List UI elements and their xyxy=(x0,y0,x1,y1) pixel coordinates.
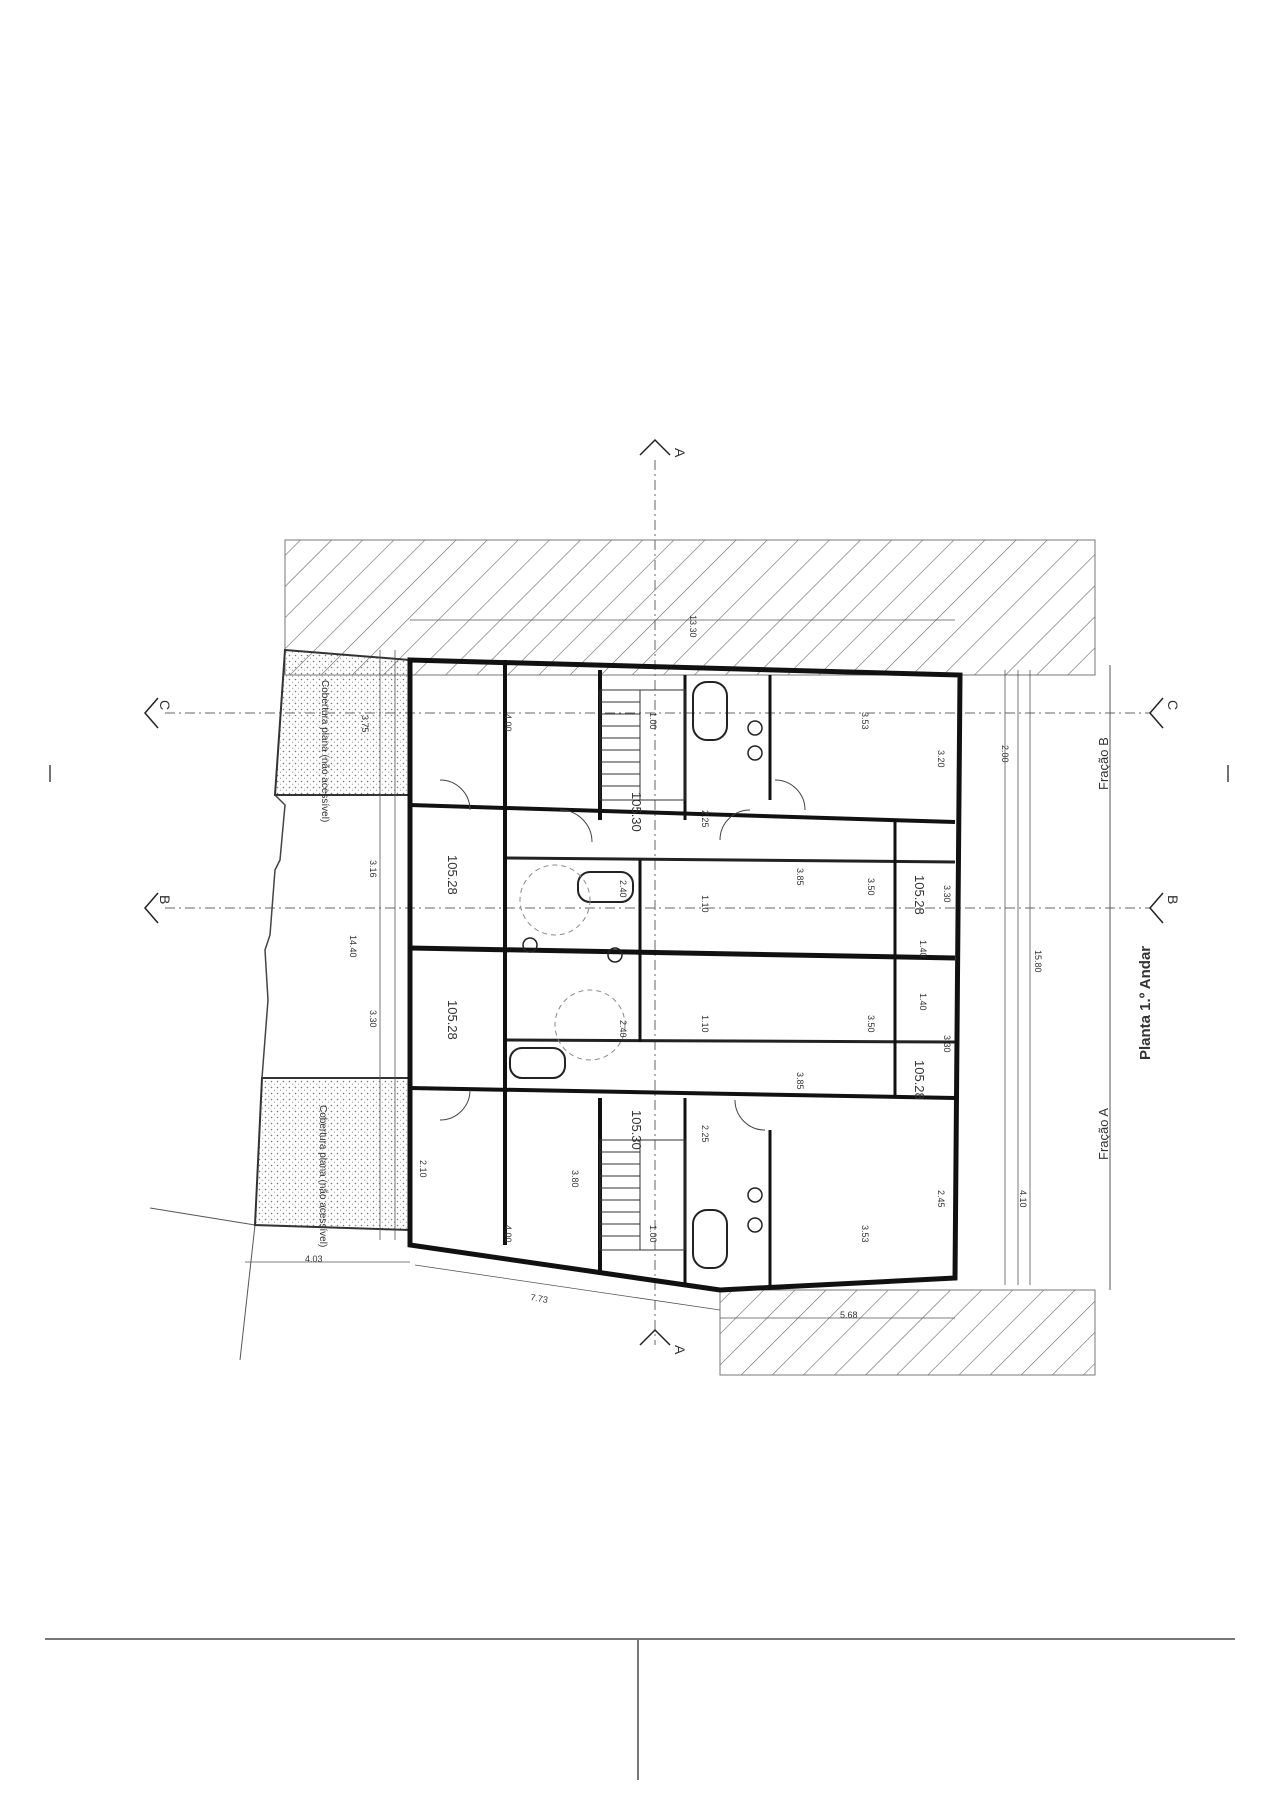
svg-text:1.10: 1.10 xyxy=(700,1015,710,1033)
bathtub-3 xyxy=(509,1047,566,1079)
title-block-divider xyxy=(637,1638,639,1780)
svg-text:3.75: 3.75 xyxy=(360,715,370,733)
toilet-icon-2 xyxy=(747,745,763,761)
svg-text:B: B xyxy=(157,895,173,904)
stair-upper xyxy=(599,689,686,801)
svg-text:B: B xyxy=(1165,895,1181,904)
svg-text:14.40: 14.40 xyxy=(348,935,358,958)
bathtub-2 xyxy=(577,871,634,903)
building-outline xyxy=(407,657,963,1293)
wall-mid-lower xyxy=(504,1038,956,1044)
svg-text:4.00: 4.00 xyxy=(503,1225,513,1243)
section-marker-c-right: C xyxy=(1149,697,1181,729)
svg-text:1.40: 1.40 xyxy=(918,993,928,1011)
neighbour-hatch-bottom xyxy=(719,1289,1096,1376)
svg-text:13.30: 13.30 xyxy=(688,615,698,638)
svg-text:3.50: 3.50 xyxy=(866,878,876,896)
svg-text:15.80: 15.80 xyxy=(1033,950,1043,973)
basin-icon-1 xyxy=(607,947,623,963)
svg-text:3.85: 3.85 xyxy=(795,868,805,886)
drawing-title: Planta 1.º Andar xyxy=(1137,946,1154,1060)
area-label-upper-right: 105.28 xyxy=(912,875,927,915)
roof-label-top: Cobertura plana (não acessível) xyxy=(319,680,330,822)
door-swing-5 xyxy=(734,1099,766,1131)
wall-mid-upper xyxy=(504,856,956,864)
door-swing-1 xyxy=(439,779,471,811)
svg-text:3.30: 3.30 xyxy=(368,1010,378,1028)
area-label-lower-mid: 105.30 xyxy=(629,1110,644,1150)
left-perimeter xyxy=(261,794,286,1079)
door-swing-4 xyxy=(439,1089,471,1121)
svg-text:2.45: 2.45 xyxy=(936,1190,946,1208)
section-marker-b-left: B xyxy=(144,892,173,924)
svg-text:1.00: 1.00 xyxy=(648,1225,658,1243)
section-marker-a-top: A xyxy=(639,438,688,458)
svg-text:3.80: 3.80 xyxy=(570,1170,580,1188)
svg-text:3.30: 3.30 xyxy=(942,1035,952,1053)
stair-lower xyxy=(599,1139,686,1251)
svg-text:4.00: 4.00 xyxy=(503,714,513,732)
basin-icon-2 xyxy=(522,937,538,953)
svg-text:3.85: 3.85 xyxy=(795,1072,805,1090)
toilet-icon-1 xyxy=(747,720,763,736)
party-wall-b xyxy=(409,945,956,961)
dimension-lines xyxy=(245,619,1031,1319)
area-label-upper-left: 105.28 xyxy=(445,855,460,895)
svg-text:A: A xyxy=(672,1345,688,1355)
title-block-top-line xyxy=(45,1638,1235,1640)
svg-text:3.50: 3.50 xyxy=(866,1015,876,1033)
svg-text:3.53: 3.53 xyxy=(860,1225,870,1243)
roof-area-top xyxy=(273,648,411,796)
roof-area-bottom xyxy=(253,1077,411,1232)
area-label-upper-mid: 105.30 xyxy=(629,792,644,832)
neighbour-hatch-top xyxy=(284,539,1096,676)
svg-text:3.53: 3.53 xyxy=(860,712,870,730)
fraction-b-label: Fração B xyxy=(1096,737,1111,790)
svg-text:C: C xyxy=(1165,700,1181,710)
toilet-icon-4 xyxy=(747,1217,763,1233)
svg-text:4.03: 4.03 xyxy=(305,1254,323,1264)
dimension-strings: 13.30 3.16 14.40 3.30 3.75 2.10 4.00 4.0… xyxy=(305,615,1043,1320)
toilet-icon-3 xyxy=(747,1187,763,1203)
site-boundary xyxy=(149,1207,256,1361)
roof-label-bottom: Cobertura plana (não acessível) xyxy=(317,1105,328,1247)
svg-text:1.10: 1.10 xyxy=(700,895,710,913)
fraction-a-label: Fração A xyxy=(1096,1108,1111,1160)
svg-text:1.00: 1.00 xyxy=(648,712,658,730)
bathtub-1 xyxy=(692,681,728,741)
section-marker-a-bottom: A xyxy=(639,1328,688,1355)
svg-text:2.25: 2.25 xyxy=(700,810,710,828)
door-swing-6 xyxy=(774,779,806,811)
svg-text:A: A xyxy=(672,448,688,458)
svg-text:7.73: 7.73 xyxy=(530,1292,549,1305)
wall-upper xyxy=(409,803,956,824)
svg-text:2.10: 2.10 xyxy=(418,1160,428,1178)
wall-lower xyxy=(409,1086,956,1100)
bathtub-4 xyxy=(692,1209,728,1269)
turning-circle-1 xyxy=(519,864,591,936)
svg-text:5.68: 5.68 xyxy=(840,1310,858,1320)
area-label-lower-left: 105.28 xyxy=(445,1000,460,1040)
section-marker-c-left: C xyxy=(144,697,173,729)
svg-text:3.30: 3.30 xyxy=(942,885,952,903)
section-marker-b-right: B xyxy=(1149,892,1181,924)
svg-text:2.40: 2.40 xyxy=(618,880,628,898)
svg-text:2.25: 2.25 xyxy=(700,1125,710,1143)
turning-circle-2 xyxy=(554,989,626,1061)
door-swing-3 xyxy=(719,809,751,841)
svg-text:C: C xyxy=(157,700,173,710)
door-swing-2 xyxy=(559,809,593,843)
svg-text:1.40: 1.40 xyxy=(918,940,928,958)
svg-text:3.20: 3.20 xyxy=(936,750,946,768)
svg-text:2.40: 2.40 xyxy=(618,1020,628,1038)
svg-text:3.16: 3.16 xyxy=(368,860,378,878)
area-label-lower-right: 105.28 xyxy=(912,1060,927,1100)
svg-text:4.10: 4.10 xyxy=(1018,1190,1028,1208)
